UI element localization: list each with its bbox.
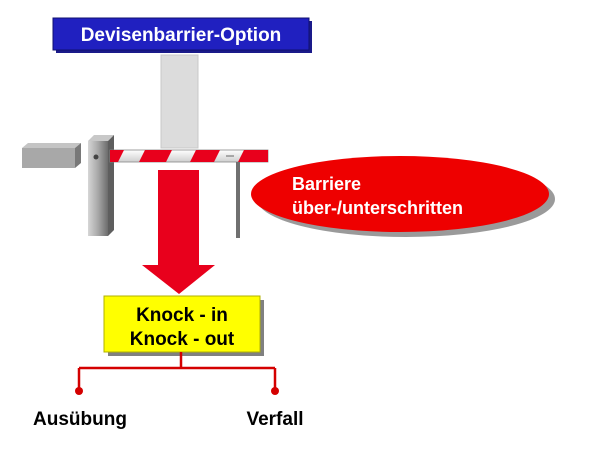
title-banner-box — [52, 17, 310, 51]
gate-post-top — [88, 135, 114, 141]
ellipse-shape — [251, 156, 549, 232]
gate-post — [88, 141, 108, 236]
barrier-support-post — [236, 162, 240, 238]
knock-box-line1: Knock - in — [136, 305, 228, 326]
barrier-event-line2: über-/unterschritten — [292, 198, 463, 218]
barrier-event-line1: Barriere — [292, 174, 361, 194]
connector-left-dot-icon — [75, 387, 83, 395]
barrier-stripe — [139, 150, 172, 162]
counterweight-top — [22, 143, 81, 148]
outcome-expiry: Verfall — [246, 409, 303, 430]
outcome-connector — [77, 352, 277, 391]
barrier-gate — [22, 135, 269, 238]
gate-pivot-icon — [93, 154, 99, 160]
title-label: Devisenbarrier-Option — [81, 25, 282, 46]
gate-pillar — [160, 54, 199, 149]
barrier-arm — [109, 149, 269, 163]
knock-box-body — [103, 295, 261, 353]
barrier-stripe — [238, 150, 268, 162]
barrier-event-ellipse: Barriere über-/unterschritten — [251, 156, 555, 237]
title-banner: Devisenbarrier-Option — [52, 17, 312, 53]
counterweight-side — [75, 143, 81, 168]
counterweight-block — [22, 148, 75, 168]
barrier-stripe — [110, 150, 124, 162]
barrier-stripe — [190, 150, 220, 162]
connector-right-dot-icon — [271, 387, 279, 395]
knock-box-line2: Knock - out — [130, 329, 235, 350]
down-arrow-icon — [142, 170, 215, 294]
outcome-exercise: Ausübung — [33, 409, 127, 430]
knock-box: Knock - in Knock - out — [103, 295, 264, 356]
